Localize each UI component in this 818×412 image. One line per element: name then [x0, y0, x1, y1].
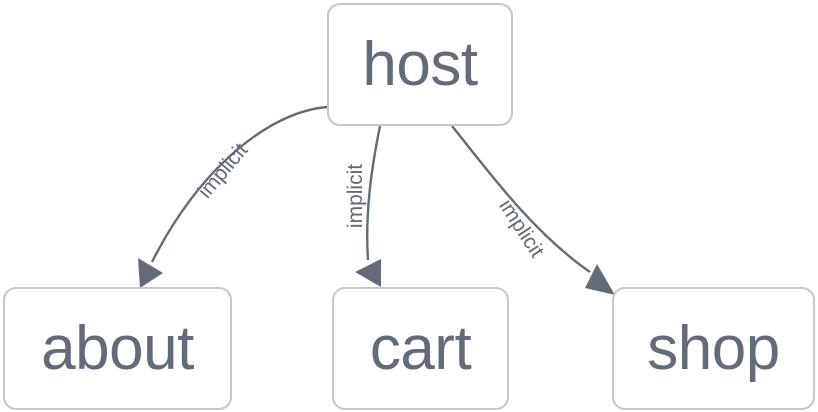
node-about-label: about: [41, 313, 194, 383]
edge-host-shop-arrowhead: [585, 264, 615, 295]
node-cart-label: cart: [369, 313, 472, 383]
node-shop[interactable]: shop: [612, 287, 815, 410]
node-host-label: host: [362, 29, 478, 99]
edge-host-cart-path: [366, 125, 382, 261]
node-about[interactable]: about: [3, 287, 232, 410]
edge-host-about-arrowhead: [138, 258, 163, 288]
node-shop-label: shop: [647, 313, 780, 383]
edge-host-cart-arrowhead: [355, 259, 381, 287]
edge-host-shop[interactable]: implicit: [451, 125, 615, 295]
edge-host-about[interactable]: implicit: [138, 105, 328, 288]
edge-host-cart[interactable]: implicit: [344, 125, 382, 287]
node-cart[interactable]: cart: [332, 287, 509, 410]
edge-host-about-path: [150, 105, 328, 263]
edge-host-about-label: implicit: [194, 139, 253, 203]
node-host[interactable]: host: [327, 3, 513, 126]
edge-host-shop-path: [451, 125, 591, 273]
edge-host-cart-label: implicit: [344, 164, 367, 228]
